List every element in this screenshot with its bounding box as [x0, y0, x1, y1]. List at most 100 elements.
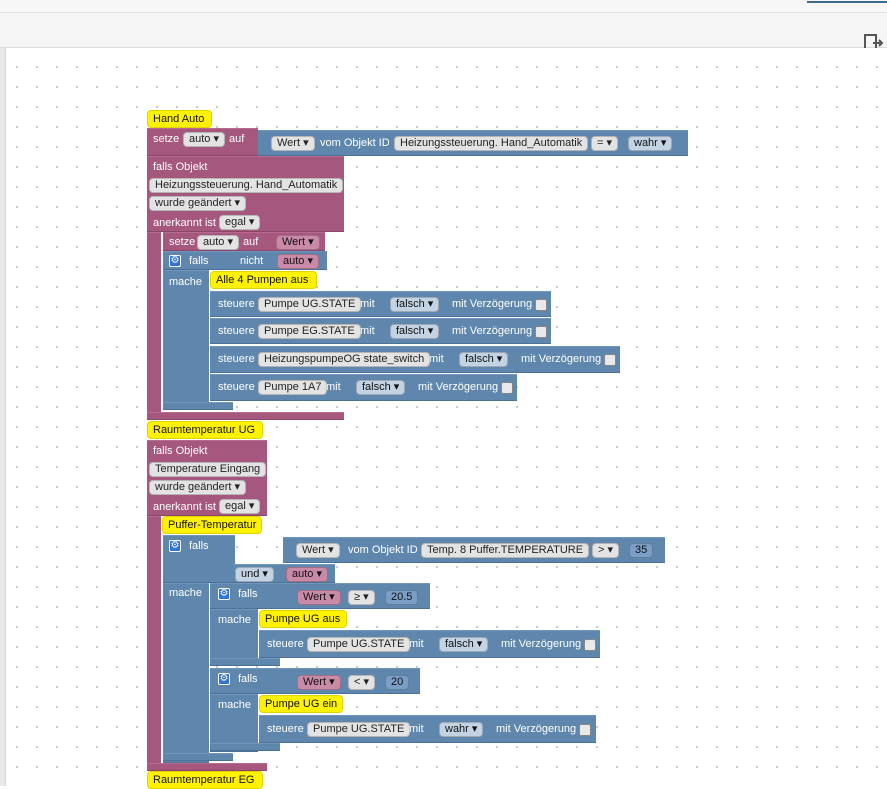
wert-dropdown[interactable]: Wert ▾ [276, 235, 320, 250]
trigger-body-rail [147, 232, 161, 420]
operator-dropdown[interactable]: ≥ ▾ [348, 590, 375, 605]
variable-dropdown[interactable]: auto ▾ [277, 254, 319, 269]
comment-raumtemperatur-eg[interactable]: Raumtemperatur EG [147, 771, 263, 789]
control-block-og[interactable]: steuere HeizungspumpeOG state_switch mit… [210, 346, 620, 373]
delay-checkbox[interactable] [584, 639, 596, 651]
comment-text: Pumpe UG aus [265, 613, 341, 625]
bool-dropdown[interactable]: falsch ▾ [439, 637, 489, 652]
wert-dropdown[interactable]: Wert ▾ [297, 675, 341, 690]
object-field[interactable]: HeizungspumpeOG state_switch [258, 352, 431, 367]
anerkannt-label: anerkannt ist [153, 501, 216, 513]
object-id-field[interactable]: Heizungssteuerung. Hand_Automatik [394, 136, 589, 151]
comment-hand-auto[interactable]: Hand Auto [147, 110, 212, 128]
trigger-block[interactable]: falls Objekt Heizungssteuerung. Hand_Aut… [147, 156, 344, 232]
delay-checkbox[interactable] [535, 299, 547, 311]
steuere-label: steuere [218, 298, 255, 310]
object-field[interactable]: Pumpe UG.STATE [307, 637, 411, 652]
delay-checkbox[interactable] [501, 382, 513, 394]
object-id-field[interactable]: Temp. 8 Puffer.TEMPERATURE [421, 543, 590, 558]
control-block-ug[interactable]: steuere Pumpe UG.STATE mit falsch ▾ mit … [210, 291, 551, 317]
trigger-mode-dropdown[interactable]: wurde geändert ▾ [149, 196, 247, 211]
mit-label: mit [409, 723, 424, 735]
gear-icon[interactable]: ⚙ [169, 255, 181, 267]
if-ge-body-rail: mache [210, 609, 258, 665]
number-field[interactable]: 20.5 [385, 590, 419, 605]
wert-dropdown[interactable]: Wert ▾ [297, 590, 341, 605]
number-field[interactable]: 35 [629, 543, 654, 558]
delay-label: mit Verzögerung [418, 381, 499, 393]
logic-op-dropdown[interactable]: und ▾ [235, 567, 274, 582]
bool-dropdown[interactable]: falsch ▾ [390, 297, 440, 312]
compare-block-puffer[interactable]: Wert ▾ vom Objekt ID Temp. 8 Puffer.TEMP… [283, 537, 665, 563]
comment-puffer-temperatur[interactable]: Puffer-Temperatur [162, 516, 262, 534]
wert-dropdown[interactable]: Wert ▾ [296, 543, 340, 558]
comment-pumpe-ug-aus[interactable]: Pumpe UG aus [259, 610, 347, 628]
delay-label: mit Verzögerung [521, 353, 602, 365]
if-block[interactable]: ⚙ falls nicht auto ▾ [163, 251, 327, 270]
delay-checkbox[interactable] [604, 354, 616, 366]
falls-objekt-label: falls Objekt [153, 161, 208, 173]
blockly-workspace[interactable] [0, 48, 887, 786]
ack-dropdown[interactable]: egal ▾ [219, 499, 261, 514]
if-block-ge[interactable]: ⚙ falls Wert ▾ ≥ ▾ 20.5 [210, 583, 430, 609]
delay-checkbox[interactable] [579, 724, 591, 736]
variable-dropdown[interactable]: auto ▾ [197, 235, 239, 250]
if-footer [163, 753, 233, 761]
set-auto-block[interactable]: setze auto ▾ auf Wert ▾ [163, 232, 325, 251]
delay-checkbox[interactable] [535, 326, 547, 338]
operator-dropdown[interactable]: < ▾ [348, 675, 376, 690]
bool-dropdown[interactable]: falsch ▾ [459, 352, 509, 367]
trigger-body-rail [147, 516, 161, 770]
steuere-label: steuere [218, 325, 255, 337]
if-footer [163, 402, 233, 410]
variable-dropdown[interactable]: auto ▾ [286, 567, 328, 582]
if-block-puffer[interactable]: ⚙ falls [163, 535, 235, 583]
falls-label: falls [238, 588, 258, 600]
mache-label: mache [169, 276, 203, 288]
object-field[interactable]: Pumpe 1A7 [258, 380, 328, 395]
control-block-eg[interactable]: steuere Pumpe EG.STATE mit falsch ▾ mit … [210, 318, 551, 344]
if-block-lt[interactable]: ⚙ falls Wert ▾ < ▾ 20 [210, 668, 420, 694]
control-block-ug-aus[interactable]: steuere Pumpe UG.STATE mit falsch ▾ mit … [259, 630, 600, 658]
variable-dropdown[interactable]: auto ▾ [183, 132, 225, 147]
operator-dropdown[interactable]: = ▾ [591, 136, 619, 151]
compare-block[interactable]: Wert ▾ vom Objekt ID Heizungssteuerung. … [258, 130, 688, 156]
workspace-gutter [0, 48, 6, 786]
delay-label: mit Verzögerung [452, 298, 533, 310]
object-field[interactable]: Pumpe EG.STATE [258, 324, 361, 339]
trigger-block[interactable]: falls Objekt Temperature Eingang wurde g… [147, 440, 267, 516]
operator-dropdown[interactable]: > ▾ [592, 543, 620, 558]
control-block-ug-ein[interactable]: steuere Pumpe UG.STATE mit wahr ▾ mit Ve… [259, 715, 596, 743]
control-block-1a7[interactable]: steuere Pumpe 1A7 mit falsch ▾ mit Verzö… [210, 374, 517, 401]
gear-icon[interactable]: ⚙ [169, 540, 181, 552]
trigger-object-field[interactable]: Heizungssteuerung. Hand_Automatik [149, 178, 344, 193]
trigger-object-field[interactable]: Temperature Eingang [149, 462, 267, 477]
bool-dropdown[interactable]: wahr ▾ [439, 722, 484, 737]
steuere-label: steuere [267, 638, 304, 650]
object-field[interactable]: Pumpe UG.STATE [258, 297, 362, 312]
comment-pumpe-ug-ein[interactable]: Pumpe UG ein [259, 695, 343, 713]
trigger-footer [147, 412, 344, 420]
auf-label: auf [229, 133, 245, 145]
bool-dropdown[interactable]: falsch ▾ [390, 324, 440, 339]
falls-label: falls [189, 255, 209, 267]
comment-raumtemperatur-ug[interactable]: Raumtemperatur UG [147, 421, 263, 439]
and-block[interactable]: und ▾ auto ▾ [233, 564, 335, 583]
trigger-mode-dropdown[interactable]: wurde geändert ▾ [149, 480, 247, 495]
bool-dropdown[interactable]: falsch ▾ [356, 380, 406, 395]
mit-label: mit [429, 353, 444, 365]
gear-icon[interactable]: ⚙ [218, 588, 230, 600]
comment-alle-pumpen[interactable]: Alle 4 Pumpen aus [210, 271, 317, 289]
set-variable-block[interactable]: setze auto ▾ auf [147, 128, 258, 156]
ack-dropdown[interactable]: egal ▾ [219, 215, 261, 230]
object-field[interactable]: Pumpe UG.STATE [307, 722, 411, 737]
delay-label: mit Verzögerung [452, 325, 533, 337]
falls-label: falls [189, 540, 209, 552]
delay-label: mit Verzögerung [496, 723, 577, 735]
bool-dropdown[interactable]: wahr ▾ [628, 136, 673, 151]
number-field[interactable]: 20 [385, 675, 410, 690]
setze-label: setze [153, 133, 180, 145]
gear-icon[interactable]: ⚙ [218, 673, 230, 685]
comment-text: Pumpe UG ein [265, 698, 338, 710]
wert-dropdown[interactable]: Wert ▾ [271, 136, 315, 151]
